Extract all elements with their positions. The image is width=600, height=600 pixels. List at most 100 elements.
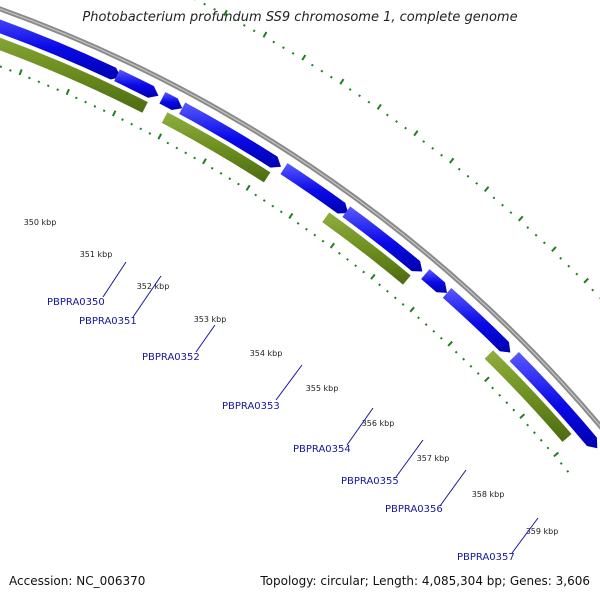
gc-inner-mark — [0, 65, 3, 69]
topology-summary: Topology: circular; Length: 4,085,304 bp… — [260, 574, 590, 588]
gene-label-pbpra0356[interactable]: PBPRA0356 — [385, 504, 443, 515]
gc-outer-mark — [483, 186, 490, 193]
gc-inner-mark — [462, 357, 466, 361]
gc-inner-mark — [28, 76, 31, 80]
gc-inner-mark — [491, 386, 495, 390]
gc-outer-mark — [242, 23, 246, 27]
kbp-tick-label: 358 kbp — [472, 490, 505, 499]
gc-outer-mark — [492, 196, 496, 200]
forward-gene-1[interactable] — [0, 8, 121, 80]
gene-label-pbpra0354[interactable]: PBPRA0354 — [293, 444, 351, 455]
gc-outer-mark — [575, 272, 579, 276]
gene-label-pbpra0357[interactable]: PBPRA0357 — [457, 552, 515, 563]
gc-inner-mark — [346, 258, 349, 261]
gc-inner-mark — [184, 151, 188, 155]
gc-inner-mark — [553, 451, 560, 458]
gene-label-leader — [395, 439, 424, 478]
kbp-tick-label: 353 kbp — [194, 315, 227, 324]
gc-inner-mark — [313, 233, 317, 237]
gc-outer-mark — [413, 130, 419, 137]
forward-gene-8[interactable] — [442, 288, 511, 353]
gc-inner-mark — [93, 105, 97, 108]
reverse-gene-3[interactable] — [322, 212, 411, 285]
gc-content-track-inner — [0, 65, 570, 473]
gc-inner-mark — [546, 446, 550, 450]
reverse-gene-4[interactable] — [484, 350, 572, 442]
gc-outer-mark — [583, 277, 589, 284]
gc-inner-mark — [417, 316, 420, 320]
gc-outer-mark — [466, 174, 470, 178]
gc-inner-mark — [498, 393, 502, 397]
gc-inner-mark — [262, 199, 266, 202]
gc-outer-mark — [431, 146, 435, 150]
gc-inner-mark — [469, 364, 473, 368]
gc-inner-mark — [237, 182, 240, 186]
forward-strand-genes — [0, 8, 598, 449]
gc-inner-mark — [409, 306, 415, 313]
gc-inner-mark — [505, 401, 509, 405]
gc-inner-mark — [566, 469, 570, 473]
gc-inner-mark — [296, 221, 300, 225]
gene-label-leader — [195, 324, 216, 353]
gc-inner-mark — [519, 413, 526, 419]
gc-inner-mark — [228, 177, 232, 181]
gc-inner-mark — [210, 166, 214, 170]
forward-gene-6[interactable] — [342, 206, 423, 272]
gc-inner-mark — [439, 336, 443, 340]
gc-outer-mark — [475, 181, 479, 185]
gc-inner-mark — [56, 88, 59, 91]
forward-gene-9[interactable] — [509, 351, 598, 449]
gc-inner-mark — [370, 273, 376, 280]
gc-outer-mark — [509, 211, 513, 215]
gene-label-pbpra0352[interactable]: PBPRA0352 — [142, 352, 200, 363]
gc-outer-mark — [320, 69, 324, 73]
gc-inner-mark — [321, 239, 325, 243]
gc-inner-mark — [130, 122, 133, 126]
gc-outer-mark — [395, 120, 398, 123]
map-title: Photobacterium profundum SS9 chromosome … — [82, 10, 518, 25]
gc-inner-mark — [484, 376, 490, 383]
forward-gene-3[interactable] — [159, 92, 183, 111]
forward-gene-5[interactable] — [280, 163, 349, 214]
gene-label-leader — [511, 517, 539, 554]
gene-label-pbpra0353[interactable]: PBPRA0353 — [222, 401, 280, 412]
forward-gene-4[interactable] — [179, 102, 282, 168]
gc-inner-mark — [37, 80, 41, 84]
gene-label-leader — [275, 364, 303, 401]
gc-outer-mark — [457, 167, 461, 171]
gc-outer-mark — [272, 40, 276, 44]
gc-inner-mark — [46, 84, 50, 87]
gc-inner-mark — [305, 227, 308, 231]
gc-inner-mark — [476, 372, 480, 375]
gc-outer-mark — [310, 63, 314, 67]
gc-inner-mark — [386, 289, 389, 293]
forward-gene-7[interactable] — [421, 269, 448, 293]
gc-inner-mark — [279, 210, 283, 214]
gene-label-pbpra0350[interactable]: PBPRA0350 — [47, 297, 105, 308]
gc-inner-mark — [148, 132, 152, 135]
gc-outer-mark — [404, 126, 408, 130]
gc-outer-mark — [329, 75, 333, 79]
gc-outer-mark — [262, 31, 268, 38]
gc-inner-mark — [139, 127, 143, 131]
gc-outer-mark — [233, 18, 236, 22]
reverse-gene-2[interactable] — [161, 112, 271, 183]
gc-inner-mark — [559, 462, 563, 465]
gc-inner-mark — [157, 133, 163, 140]
backbone-highlight — [0, 8, 600, 427]
gc-outer-mark — [591, 288, 595, 292]
gene-label-pbpra0351[interactable]: PBPRA0351 — [79, 316, 137, 327]
forward-gene-2[interactable] — [114, 69, 159, 98]
gene-label-pbpra0355[interactable]: PBPRA0355 — [341, 476, 399, 487]
gc-inner-mark — [84, 100, 87, 104]
gc-inner-mark — [288, 212, 294, 219]
gc-inner-mark — [329, 242, 336, 249]
gc-outer-mark — [348, 88, 352, 91]
reverse-gene-1[interactable] — [0, 24, 148, 113]
gc-inner-mark — [512, 408, 516, 412]
gc-outer-mark — [440, 153, 443, 157]
gc-inner-mark — [432, 329, 436, 333]
gc-inner-mark — [254, 193, 258, 197]
gc-outer-mark — [449, 157, 455, 164]
